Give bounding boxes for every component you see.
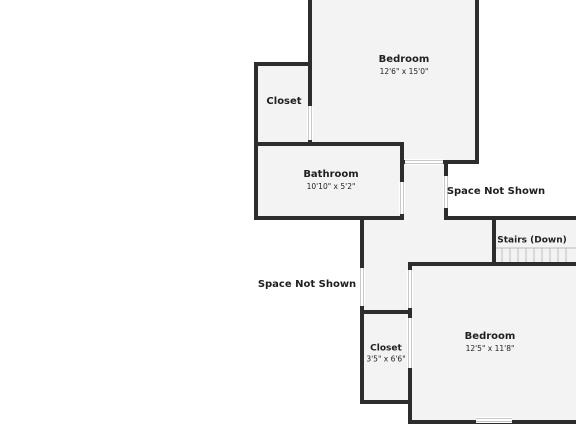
room-label-space-not-shown-left: Space Not Shown: [258, 279, 356, 292]
room-dimensions: 3'5" x 6'6": [366, 354, 406, 364]
room-label-space-not-shown-right: Space Not Shown: [447, 186, 545, 199]
openings: [307, 106, 512, 423]
room-name: Bedroom: [378, 54, 430, 66]
room-name: Bathroom: [303, 169, 359, 181]
closet-bottom-floor: [364, 314, 410, 400]
room-dimensions: 12'5" x 11'8": [465, 343, 515, 353]
room-dimensions: 12'6" x 15'0": [379, 66, 429, 76]
room-label-stairs: Stairs (Down): [497, 235, 566, 246]
room-label-closet-top: Closet: [266, 96, 301, 109]
room-name: Space Not Shown: [257, 278, 357, 290]
room-name: Closet: [266, 95, 302, 107]
room-name: Closet: [370, 343, 402, 354]
room-name: Bedroom: [464, 331, 516, 343]
room-dimensions: 10'10" x 5'2": [306, 181, 356, 191]
room-name: Space Not Shown: [446, 185, 546, 197]
room-label-bathroom: Bathroom 10'10" x 5'2": [303, 169, 358, 191]
closet-top-floor: [256, 64, 310, 144]
room-label-bedroom-top: Bedroom 12'6" x 15'0": [379, 54, 430, 76]
bedroom-top-floor: [310, 0, 477, 162]
room-label-bedroom-bottom: Bedroom 12'5" x 11'8": [465, 331, 516, 353]
room-label-closet-bottom: Closet 3'5" x 6'6": [366, 344, 405, 365]
room-name: Stairs (Down): [497, 235, 567, 246]
stairs-area-floor: [446, 218, 576, 264]
stairs: [494, 247, 576, 264]
bedroom-bottom-floor: [412, 266, 576, 420]
